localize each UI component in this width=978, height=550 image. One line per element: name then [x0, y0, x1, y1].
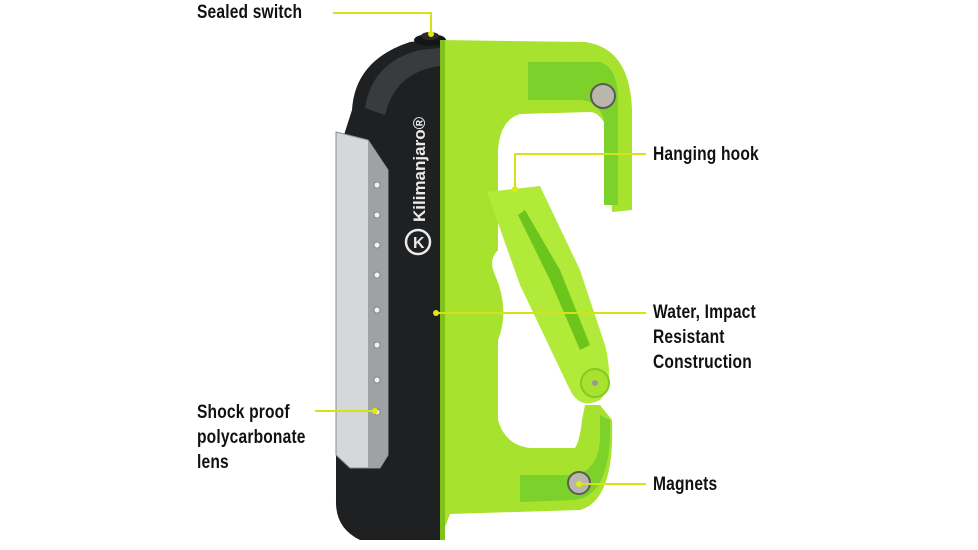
label-hanging-hook: Hanging hook [653, 144, 759, 165]
callout-line-construction [436, 312, 646, 314]
callout-line-magnets [580, 483, 646, 485]
magnet-top [590, 83, 616, 109]
gate [487, 186, 609, 404]
label-magnets: Magnets [653, 474, 718, 495]
brand-wordmark: Kilimanjaro® [410, 116, 429, 222]
label-water-impact: Water, Impact Resistant Construction [653, 302, 756, 373]
label-sealed-switch: Sealed switch [197, 2, 303, 23]
green-carabiner-frame [440, 40, 632, 540]
callout-line-hook [514, 153, 646, 155]
svg-text:K: K [413, 235, 425, 252]
callout-line-lens [315, 410, 375, 412]
label-shock-proof-lens: Shock proof polycarbonate lens [197, 402, 306, 473]
kilimanjaro-logo: K [404, 228, 432, 256]
callout-line-switch [333, 12, 431, 14]
